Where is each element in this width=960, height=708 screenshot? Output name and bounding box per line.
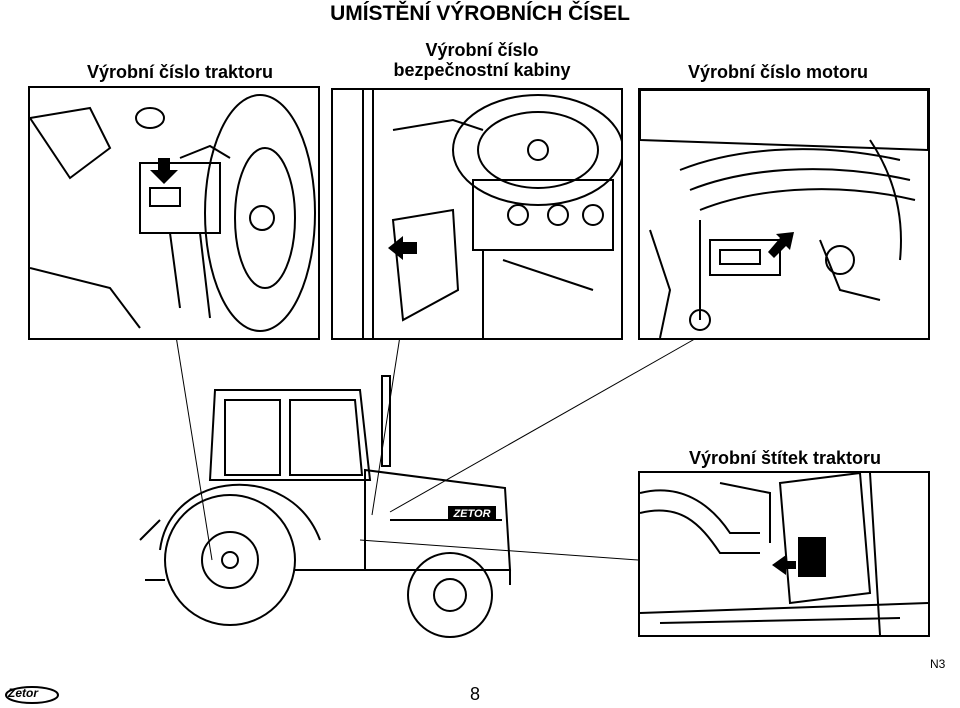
doc-code: N3 [930,657,946,671]
cab-serial-illustration [331,88,623,340]
type-plate [798,537,826,577]
caption-type-plate: Výrobní štítek traktoru [688,448,882,468]
tractor-serial-illustration [28,86,320,340]
engine-drawing [640,90,928,338]
caption-cab-serial: Výrobní číslo bezpečnostní kabiny [352,40,612,80]
arrow-left-icon [388,236,417,260]
zetor-logo [5,686,59,704]
type-plate-illustration [638,471,930,637]
arrow-down-icon [150,158,178,184]
arrow-right-icon [772,555,796,575]
arrow-up-right-icon [768,232,794,258]
caption-engine-serial: Výrobní číslo motoru [687,62,869,82]
hood-badge-background [448,506,496,520]
caption-tractor-serial: Výrobní číslo traktoru [86,62,274,82]
hood-badge: ZETOR [452,508,490,520]
cab-interior-drawing [362,90,621,338]
rear-axle-drawing [30,94,316,332]
type-plate-drawing [640,473,928,635]
caption-cab-serial-line2: bezpečnostní kabiny [393,60,571,80]
caption-cab-serial-line1: Výrobní číslo [425,40,539,60]
page-title: UMÍSTĚNÍ VÝROBNÍCH ČÍSEL [330,2,630,25]
zetor-logo-text: Zetor [8,686,38,700]
tractor-drawing: ZETOR [139,375,512,638]
tractor-side-view: ZETOR [130,370,650,640]
page-number: 8 [470,684,481,704]
engine-serial-illustration [638,88,930,340]
